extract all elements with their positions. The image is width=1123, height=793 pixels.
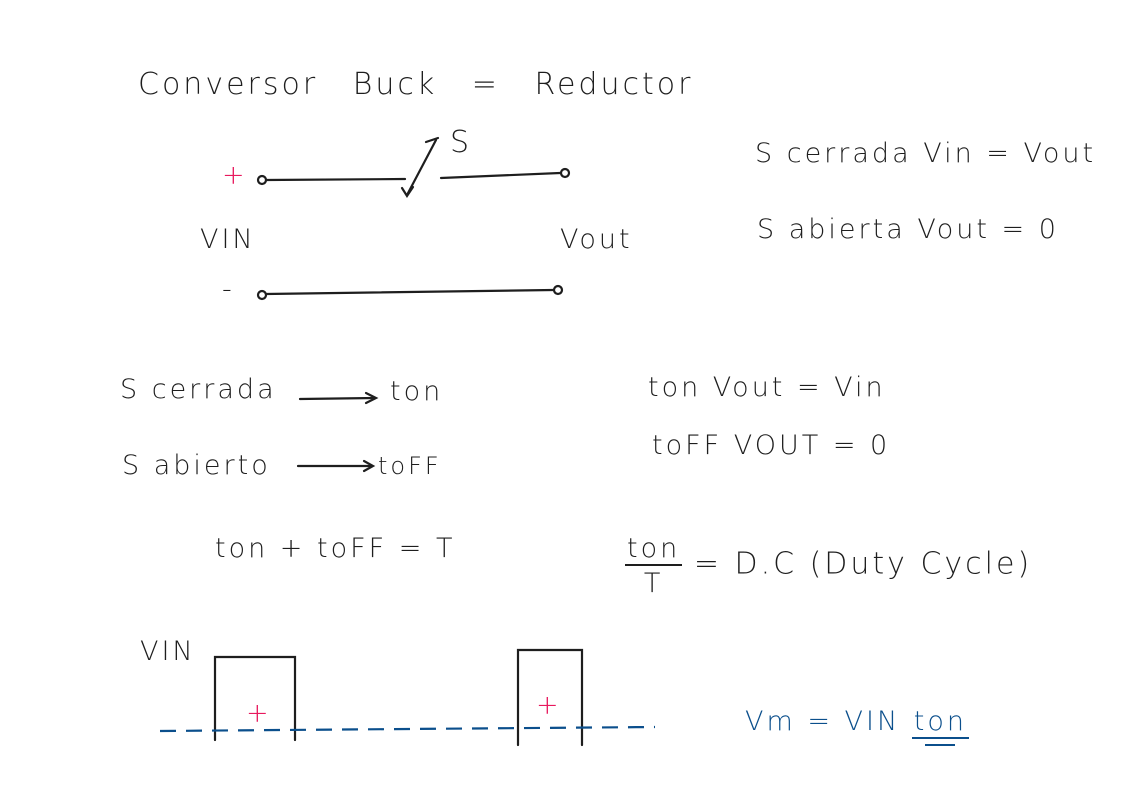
bottom-wire bbox=[264, 288, 555, 296]
toff-equation: toFF VOUT = 0 bbox=[652, 430, 891, 461]
page-title: Conversor Buck = Reductor bbox=[138, 67, 694, 102]
vout-label: Vout bbox=[560, 224, 633, 255]
mean-denominator bbox=[925, 744, 956, 746]
period-equation: ton + toFF = T bbox=[215, 533, 456, 564]
state-closed-note: S cerrada Vin = Vout bbox=[755, 138, 1097, 169]
vin-minus-terminal bbox=[256, 289, 268, 301]
vin-label: VIN bbox=[200, 224, 256, 255]
plus-sign: + bbox=[222, 160, 248, 191]
closed-label: S cerrada bbox=[120, 374, 277, 405]
plus-mark-2: + bbox=[536, 690, 562, 721]
mean-numerator: ton bbox=[911, 706, 970, 739]
switch-label: S bbox=[450, 125, 473, 160]
waveform-vin-label: VIN bbox=[140, 636, 196, 667]
vout-plus-terminal bbox=[559, 167, 571, 179]
open-label: S abierto bbox=[122, 450, 271, 481]
vin-plus-terminal bbox=[256, 174, 268, 186]
ton-label: ton bbox=[390, 376, 444, 407]
switch-arrow bbox=[400, 185, 415, 199]
duty-rhs: = D.C (Duty Cycle) bbox=[693, 546, 1033, 582]
arrow-ton bbox=[298, 396, 377, 401]
top-wire-right bbox=[439, 171, 562, 180]
pulse-1 bbox=[213, 655, 297, 742]
mean-voltage-equation: Vm = VIN ton bbox=[745, 706, 970, 746]
mean-lhs: Vm = VIN bbox=[745, 706, 901, 737]
plus-mark-1: + bbox=[246, 698, 272, 729]
duty-numerator: ton bbox=[625, 533, 683, 566]
toff-label: toFF bbox=[378, 452, 442, 480]
pulse-2 bbox=[516, 648, 584, 747]
switch-lever bbox=[405, 138, 438, 197]
mean-dashed-line bbox=[159, 725, 656, 733]
duty-denominator: T bbox=[643, 568, 664, 599]
ton-equation: ton Vout = Vin bbox=[648, 372, 886, 403]
minus-sign: - bbox=[222, 274, 235, 305]
vout-minus-terminal bbox=[552, 284, 564, 296]
state-open-note: S abierta Vout = 0 bbox=[757, 214, 1059, 245]
top-wire-left bbox=[264, 177, 407, 182]
